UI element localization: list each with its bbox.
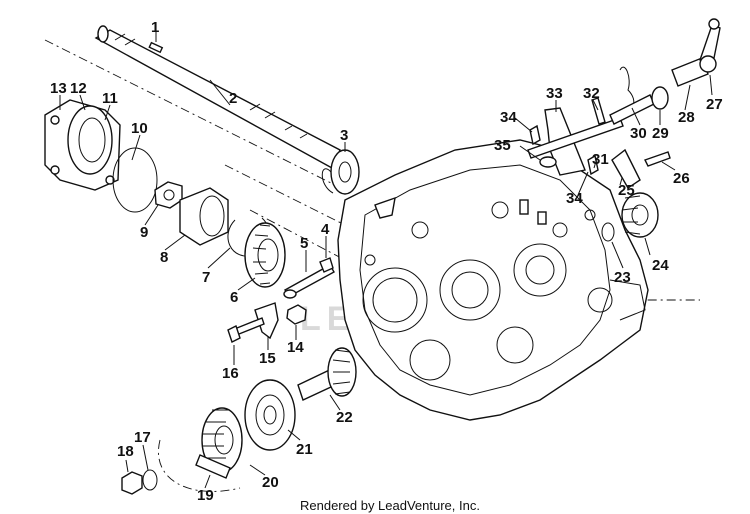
callout-13: 13: [50, 80, 67, 97]
callout-29: 29: [652, 125, 669, 142]
callout-24: 24: [652, 257, 669, 274]
credit-text: Rendered by LeadVenture, Inc.: [300, 498, 480, 513]
callout-21: 21: [296, 441, 313, 458]
callout-34-upper: 34: [500, 109, 517, 126]
nut-18: [121, 471, 143, 495]
gear-shaft-22: [297, 347, 357, 401]
circlip-4: [319, 257, 334, 273]
arm-27: [699, 18, 721, 73]
leader-lines: [59, 30, 713, 489]
callout-22: 22: [336, 409, 353, 426]
spring-34b: [587, 154, 599, 176]
callout-5: 5: [300, 235, 308, 252]
bolt-26: [644, 151, 671, 167]
callout-9: 9: [140, 224, 148, 241]
callout-33: 33: [546, 85, 563, 102]
callout-2: 2: [229, 90, 237, 107]
callout-1: 1: [151, 19, 159, 36]
bearing-21: [244, 379, 296, 451]
bolt-16: [227, 317, 265, 343]
callout-27: 27: [706, 96, 723, 113]
seal-29: [651, 86, 669, 110]
callout-35: 35: [494, 137, 511, 154]
callout-25: 25: [618, 182, 635, 199]
callout-labels: 1 2 3 4 5 6 7 8 9 10 11 12 13 14 15 16 2…: [50, 19, 723, 504]
shift-shaft-5: [283, 264, 335, 299]
shaft-30: [609, 94, 655, 125]
callout-28: 28: [678, 109, 695, 126]
callout-32: 32: [583, 85, 600, 102]
bevel-gear-6: [244, 222, 286, 288]
callout-3: 3: [340, 127, 348, 144]
spacer-19: [195, 454, 231, 479]
output-shaft: [94, 25, 341, 169]
callout-11: 11: [102, 90, 118, 107]
nut-14: [286, 304, 307, 325]
shift-bracket-33: [527, 107, 624, 176]
washer-23: [601, 222, 615, 242]
callout-16: 16: [222, 365, 239, 382]
callout-19: 19: [197, 487, 214, 504]
callout-12: 12: [70, 80, 87, 97]
callout-17: 17: [134, 429, 151, 446]
callout-18: 18: [117, 443, 134, 460]
callout-34-lower: 34: [566, 190, 583, 207]
callout-6: 6: [230, 289, 238, 306]
lever-25: [611, 148, 641, 189]
callout-14: 14: [287, 339, 304, 356]
o-ring-10: [112, 147, 158, 213]
callout-4: 4: [321, 221, 330, 238]
callout-15: 15: [259, 350, 276, 367]
callout-31: 31: [592, 151, 609, 168]
bearing-3: [321, 149, 360, 195]
spring-34a: [529, 124, 541, 146]
callout-10: 10: [131, 120, 148, 137]
fork-15: [254, 302, 279, 340]
callout-8: 8: [160, 249, 168, 266]
nut-9: [154, 181, 183, 209]
callout-20: 20: [262, 474, 279, 491]
transmission-case: [337, 139, 649, 421]
spring-30: [619, 66, 635, 109]
callout-30: 30: [630, 125, 647, 142]
center-lines: [44, 39, 700, 492]
bearing-8: [179, 187, 229, 246]
callout-23: 23: [614, 269, 631, 286]
callout-26: 26: [673, 170, 690, 187]
washer-17: [142, 469, 158, 491]
collar-28: [671, 57, 709, 87]
callout-7: 7: [202, 269, 210, 286]
gear-24: [621, 192, 659, 238]
flange-housing: [44, 99, 121, 191]
